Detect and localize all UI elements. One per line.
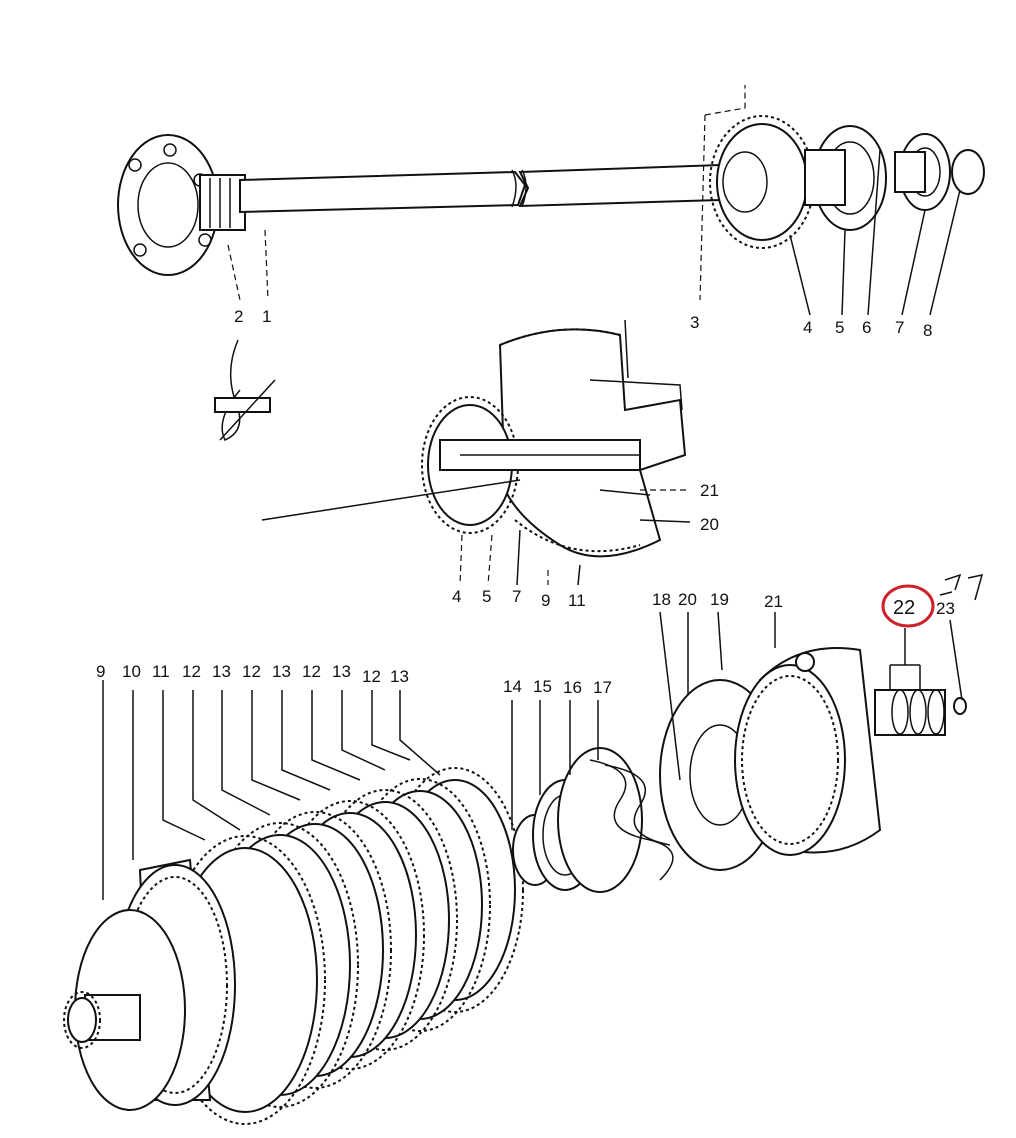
callout-20: 20 — [700, 515, 719, 534]
middle-section-view — [261, 319, 691, 586]
callout-6: 6 — [862, 318, 871, 337]
callout-5: 5 — [482, 587, 491, 606]
callout-8: 8 — [923, 321, 932, 340]
callout-5: 5 — [835, 318, 844, 337]
callout-13: 13 — [212, 662, 231, 681]
gear-part — [716, 123, 808, 241]
callout-18: 18 — [652, 590, 671, 609]
shaft-part — [239, 170, 527, 214]
callout-4: 4 — [452, 587, 461, 606]
callout-14: 14 — [503, 677, 522, 696]
callout-9: 9 — [96, 662, 105, 681]
lower-right-callouts: 22 23 — [881, 584, 955, 628]
callout-23: 23 — [936, 599, 955, 618]
callout-21: 21 — [764, 592, 783, 611]
callout-21: 21 — [700, 481, 719, 500]
callout-20: 20 — [678, 590, 697, 609]
callout-7: 7 — [895, 318, 904, 337]
callout-16: 16 — [563, 678, 582, 697]
callout-12: 12 — [182, 662, 201, 681]
piston-housing-assembly — [511, 573, 984, 893]
callout-13: 13 — [332, 662, 351, 681]
callout-10: 10 — [122, 662, 141, 681]
clutch-pack-assembly — [63, 680, 524, 1125]
lower-middle-callouts: 14 15 16 17 18 20 19 21 — [503, 590, 783, 697]
callout-19: 19 — [710, 590, 729, 609]
callout-9: 9 — [541, 591, 550, 610]
highlight-circle — [881, 584, 935, 628]
callout-12: 12 — [362, 667, 381, 686]
callout-12: 12 — [302, 662, 321, 681]
callout-4: 4 — [803, 318, 812, 337]
callout-22: 22 — [893, 597, 915, 619]
callout-7: 7 — [512, 587, 521, 606]
callout-17: 17 — [593, 678, 612, 697]
callout-15: 15 — [533, 677, 552, 696]
callout-12: 12 — [242, 662, 261, 681]
top-shaft-assembly — [117, 85, 985, 441]
middle-callouts: 21 20 4 5 7 9 11 — [452, 481, 719, 610]
callout-1: 1 — [262, 307, 271, 326]
lower-left-callouts: 9 10 11 12 13 12 13 12 13 12 13 — [96, 662, 409, 686]
callout-11: 11 — [152, 662, 170, 681]
spring-retainer — [557, 747, 643, 893]
callout-13: 13 — [390, 667, 409, 686]
callout-2: 2 — [234, 307, 243, 326]
top-callouts: 2 1 3 4 5 6 7 8 — [234, 307, 932, 340]
callout-3: 3 — [690, 313, 699, 332]
callout-13: 13 — [272, 662, 291, 681]
callout-11: 11 — [568, 591, 586, 610]
